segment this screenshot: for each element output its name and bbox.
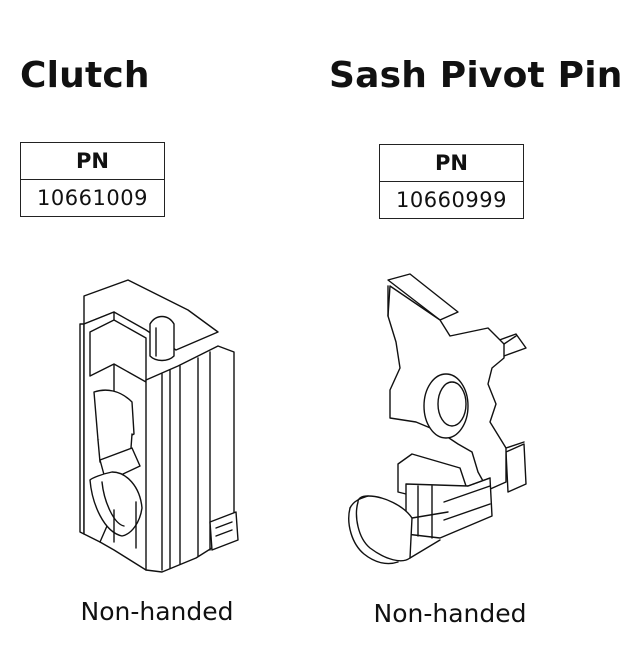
pn-header: PN — [20, 142, 165, 180]
part-number-table-sash-pivot-pin: PN 10660999 — [379, 144, 524, 219]
part-number-table-clutch: PN 10661009 — [20, 142, 165, 217]
clutch-drawing — [79, 279, 239, 573]
handing-label-sash-pivot-pin: Non-handed — [373, 599, 527, 628]
product-title-clutch: Clutch — [20, 55, 150, 96]
pn-value: 10661009 — [20, 179, 165, 217]
product-title-sash-pivot-pin: Sash Pivot Pin — [329, 55, 623, 96]
pn-value: 10660999 — [379, 181, 524, 219]
handing-label-clutch: Non-handed — [80, 597, 234, 626]
pn-header: PN — [379, 144, 524, 182]
sash-pivot-pin-drawing — [348, 273, 527, 565]
